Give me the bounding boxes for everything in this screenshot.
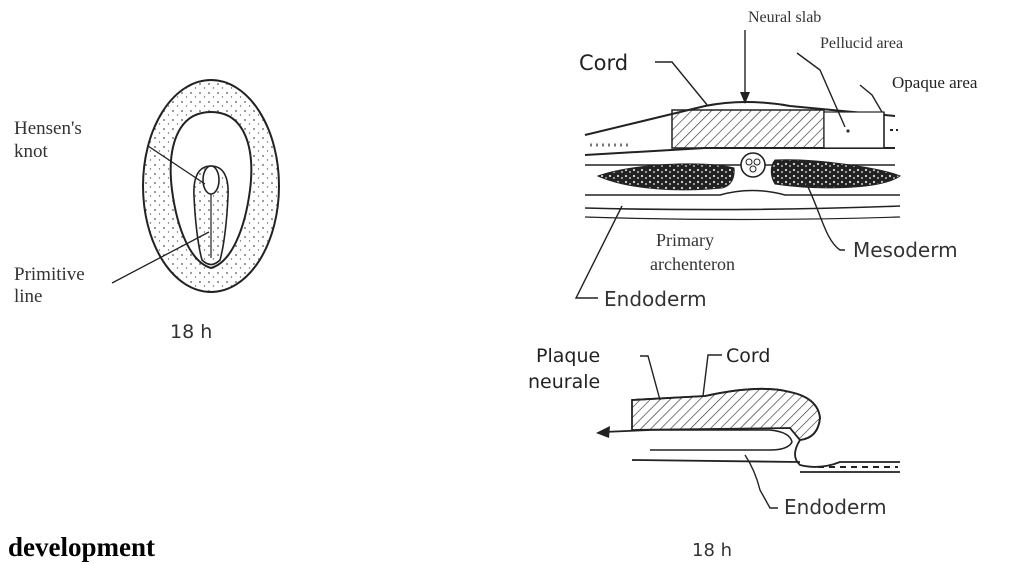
ectoderm-bottom-line [585,148,895,155]
opaque-leader [860,85,882,112]
hensens-knot-label-2: knot [14,141,49,162]
mesoderm-lower-line [585,191,900,196]
movement-arrowhead [596,426,610,438]
neural-slab-label: Neural slab [748,9,821,26]
opaque-area-label: Opaque area [892,73,978,92]
movement-arrow-line [603,430,650,432]
neural-slab-hatched [672,110,824,148]
caption-text: development [8,532,155,563]
cross-section-diagram: Neural slab Pellucid area Cord Opaque ar… [576,9,978,311]
endoderm-bottom-line [632,460,800,462]
mesoderm-label: Mesoderm [853,238,958,262]
endoderm-bottom-leader [745,455,778,508]
mesoderm-right-wing [771,160,900,188]
left-embryo-diagram: Hensen's knot Primitive line 18 h [14,80,279,343]
cord-leader [655,62,708,106]
longitudinal-section-diagram: Plaque neurale Cord Endoderm 18 h [528,345,900,561]
hensens-knot-label-1: Hensen's [14,118,82,139]
cord-bottom-leader [703,355,722,396]
endoderm-line [585,206,900,210]
endoderm-label-bottom: Endoderm [784,495,887,519]
right-time-label: 18 h [692,540,732,561]
primitive-line-label-1: Primitive [14,264,85,285]
hensens-knot-node [203,166,219,194]
endoderm-label-top: Endoderm [604,287,707,311]
primary-archenteron-label-2: archenteron [650,254,735,274]
endoderm-leader [576,206,622,298]
inner-fold [650,430,792,450]
cord-label-top: Cord [579,51,628,75]
mesoderm-leader [806,183,845,250]
primary-archenteron-label-1: Primary [656,230,714,250]
plaque-label-2: neurale [528,371,600,393]
cord-label-bottom: Cord [726,345,770,367]
plaque-label-1: Plaque [536,345,600,367]
left-time-label: 18 h [170,321,212,343]
notochord-circle [741,153,765,177]
primitive-line-label-2: line [14,286,43,307]
neural-plate-hatched [632,389,820,440]
archenteron-line [585,217,900,220]
plaque-leader [640,356,660,400]
pellucid-area-label: Pellucid area [820,35,903,52]
mesoderm-left-wing [598,164,734,190]
pellucid-segment [824,112,884,148]
